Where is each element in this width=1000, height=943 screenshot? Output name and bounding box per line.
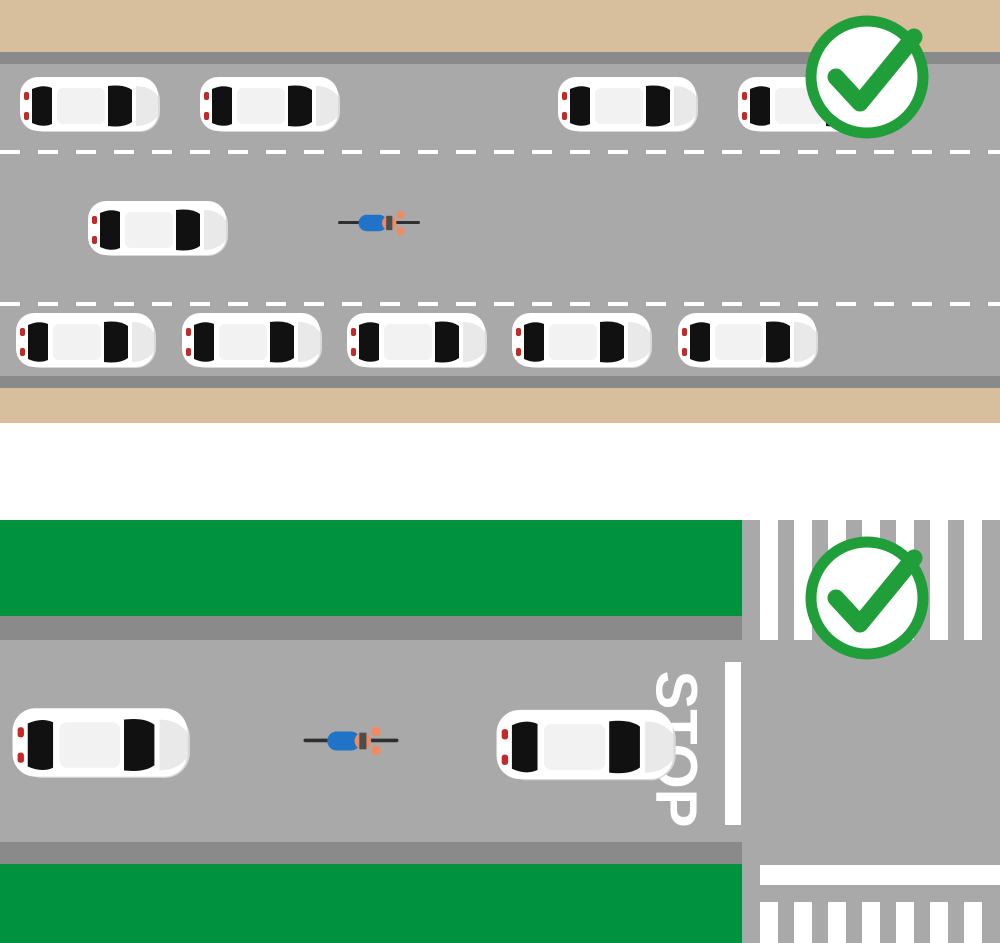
scenario-1-car-bottom-3 bbox=[347, 313, 487, 368]
scenario-1-car-bottom-1 bbox=[16, 313, 156, 368]
crosswalk-bottom bbox=[760, 865, 1000, 943]
scenario-2-car-right bbox=[496, 709, 676, 781]
scenario-2-road-edge-bottom bbox=[0, 842, 742, 864]
check-icon bbox=[805, 536, 929, 660]
scenario-1-road-edge-top bbox=[0, 52, 1000, 64]
scenario-2-car-left bbox=[12, 708, 190, 778]
scenario-1-sand-bottom bbox=[0, 388, 1000, 423]
scenario-2-grass-bottom bbox=[0, 864, 742, 943]
scenario-1-car-top-3 bbox=[558, 77, 698, 132]
scenario-2-grass-top bbox=[0, 520, 742, 616]
scenario-1-car-bottom-4 bbox=[512, 313, 652, 368]
scenario-1-car-middle bbox=[88, 201, 228, 256]
scenario-1-road-edge-bottom bbox=[0, 376, 1000, 388]
check-icon bbox=[805, 15, 929, 139]
scenario-2-road-scene: STOP bbox=[0, 520, 1000, 943]
scenario-1-car-top-2 bbox=[200, 77, 340, 132]
scenario-1-car-top-1 bbox=[20, 77, 160, 132]
scenario-1-road-scene bbox=[0, 0, 1000, 423]
scenario-1-car-bottom-5 bbox=[678, 313, 818, 368]
scenario-1-car-bottom-2 bbox=[182, 313, 322, 368]
stop-line bbox=[725, 662, 741, 825]
scenario-2-road-edge-top bbox=[0, 616, 742, 640]
